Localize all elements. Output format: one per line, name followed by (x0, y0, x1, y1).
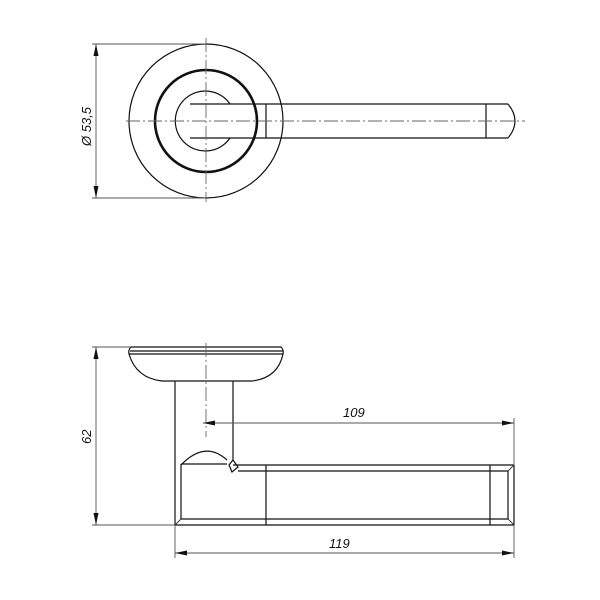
bevel-bottom-right (507, 518, 515, 526)
neck-corner-chamfer (228, 459, 239, 473)
arrow-down (93, 513, 99, 525)
arrow-right (502, 550, 514, 556)
arrow-up (93, 347, 99, 359)
rose-bell (128, 353, 284, 382)
bevel-bottom-left (174, 518, 182, 526)
bevel-top-right (507, 464, 515, 472)
front-view (92, 38, 525, 202)
arrow-left (175, 550, 187, 556)
arrow-left (203, 420, 215, 426)
arrow-up (93, 44, 99, 56)
lever-rounded-end (507, 103, 516, 139)
arrow-right (502, 420, 514, 426)
arrow-down (93, 186, 99, 198)
neck-fillet-arc (180, 450, 228, 466)
side-view (92, 343, 515, 558)
